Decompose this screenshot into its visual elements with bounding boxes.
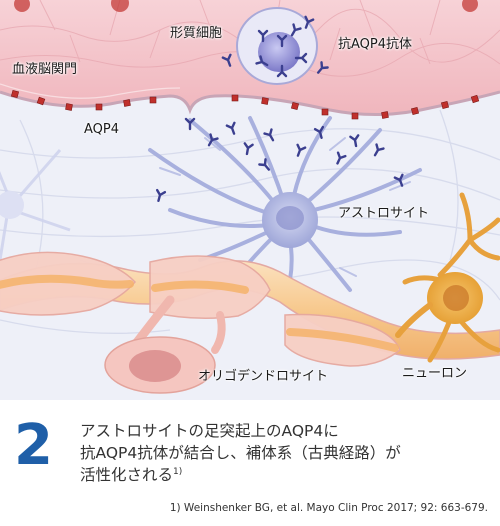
antibodies <box>155 15 404 202</box>
label-blood-brain-barrier: 血液脳関門 <box>12 62 78 77</box>
reference-mark: 1) <box>173 466 183 477</box>
label-oligodendrocyte: オリゴデンドロサイト <box>198 369 329 384</box>
caption-line-3-text: 活性化される <box>80 466 174 484</box>
plasma-cell <box>236 7 318 85</box>
oligodendrocyte <box>0 251 500 394</box>
aqp4-markers <box>10 89 480 120</box>
step-caption: アストロサイトの足突起上のAQP4に 抗AQP4抗体が結合し、補体系（古典経路）… <box>80 420 490 486</box>
caption-line-1: アストロサイトの足突起上のAQP4に <box>80 422 339 440</box>
label-neuron: ニューロン <box>402 366 468 381</box>
label-astrocyte: アストロサイト <box>338 206 430 221</box>
label-anti-aqp4-antibody: 抗AQP4抗体 <box>338 37 413 52</box>
label-plasma-cell: 形質細胞 <box>170 26 223 41</box>
neuron <box>395 192 500 363</box>
astrocyte-nucleus <box>276 206 304 230</box>
caption-line-2: 抗AQP4抗体が結合し、補体系（古典経路）が <box>80 444 401 462</box>
step-number: 2 <box>14 413 53 478</box>
caption-line-3: 活性化される1) <box>80 464 490 486</box>
reference-citation: 1) Weinshenker BG, et al. Mayo Clin Proc… <box>169 502 488 514</box>
nmosd-illustration <box>0 0 500 400</box>
label-aqp4: AQP4 <box>84 122 120 137</box>
